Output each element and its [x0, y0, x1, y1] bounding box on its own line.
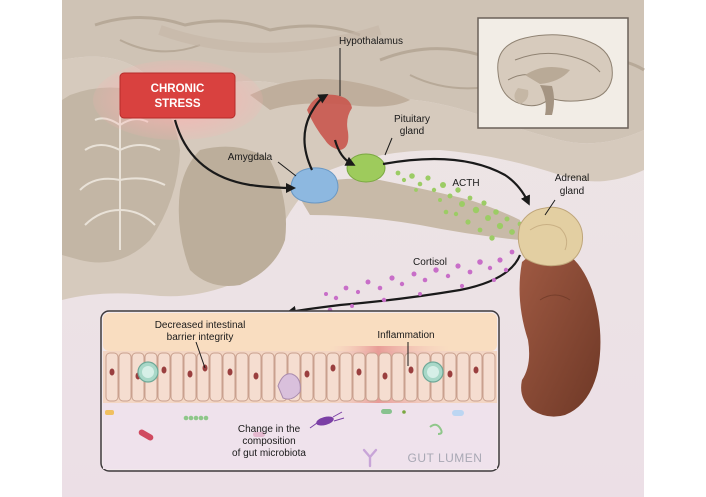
microbiota-label-line2: composition — [242, 436, 295, 447]
acth-label: ACTH — [452, 178, 479, 189]
cell-nuclei — [109, 364, 479, 380]
immune-cells — [137, 361, 444, 400]
amygdala: Amygdala — [228, 152, 339, 204]
adrenal-to-gut-arrow — [286, 254, 522, 316]
kidney — [519, 249, 601, 417]
gut-lumen-label: GUT LUMEN — [408, 451, 483, 465]
pituitary-label-line2: gland — [400, 126, 424, 137]
acth-dots — [395, 170, 523, 241]
pathway-arrows — [173, 94, 530, 316]
pituitary-leader-line — [384, 137, 393, 156]
amygdala-label: Amygdala — [228, 152, 273, 163]
hypothalamus: Hypothalamus — [307, 36, 403, 150]
hypothalamus-label: Hypothalamus — [339, 36, 403, 47]
adrenal-gland: Adrenal gland — [517, 173, 601, 417]
hypothalamus-to-pituitary-arrow — [333, 139, 356, 166]
pituitary-to-adrenal-arrow — [382, 157, 530, 206]
bacteria-chain — [183, 415, 209, 421]
adrenal-leader-line — [544, 199, 556, 216]
adrenal-label-line1: Adrenal — [555, 173, 589, 184]
inflammation-label: Inflammation — [377, 330, 434, 341]
barrier-label-line1: Decreased intestinal — [155, 320, 246, 331]
antibody-icon — [362, 448, 378, 468]
brain-inset-icon — [477, 17, 629, 129]
cortisol-dots — [317, 249, 515, 321]
chronic-stress-label-line2: STRESS — [154, 98, 200, 110]
barrier-label-line2: barrier integrity — [167, 332, 234, 343]
gut-microbes — [105, 409, 464, 468]
amygdala-leader-line — [277, 161, 297, 177]
amygdala-to-hypothalamus-arrow — [303, 94, 329, 171]
stress-to-amygdala-arrow — [173, 119, 296, 193]
microbiota-label-line3: of gut microbiota — [232, 448, 306, 459]
epithelial-cells — [105, 352, 496, 402]
cortisol-label: Cortisol — [413, 257, 447, 268]
adrenal-label-line2: gland — [560, 186, 584, 197]
microbiota-label-line1: Change in the — [238, 424, 301, 435]
pituitary-gland: Pituitary gland — [346, 114, 430, 183]
chronic-stress-label-line1: CHRONIC — [151, 83, 205, 95]
bacteria-icon — [309, 411, 345, 429]
chronic-stress-box: CHRONIC STRESS — [93, 60, 263, 140]
bacteria-loop — [429, 423, 443, 435]
gut-panel: Decreased intestinal barrier integrity I… — [100, 310, 500, 472]
pituitary-label-line1: Pituitary — [394, 114, 430, 125]
barrier-leader-line — [195, 341, 206, 369]
